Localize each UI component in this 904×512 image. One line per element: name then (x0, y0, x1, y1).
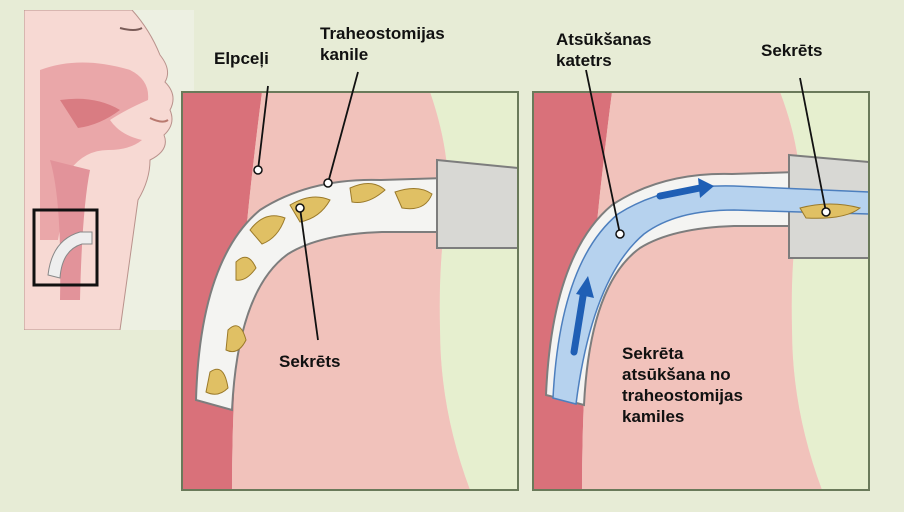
label-secretion-left: Sekrēts (279, 351, 340, 372)
left-panel (182, 92, 518, 490)
label-secretion-right: Sekrēts (761, 40, 822, 61)
label-cannula: Traheostomijas kanile (320, 23, 445, 65)
right-panel (533, 92, 869, 490)
label-suction-caption: Sekrēta atsūkšana no traheostomijas kami… (622, 343, 743, 427)
label-catheter: Atsūkšanas katetrs (556, 29, 651, 71)
head-profile-inset (24, 10, 194, 330)
label-airway: Elpceļi (214, 48, 269, 69)
